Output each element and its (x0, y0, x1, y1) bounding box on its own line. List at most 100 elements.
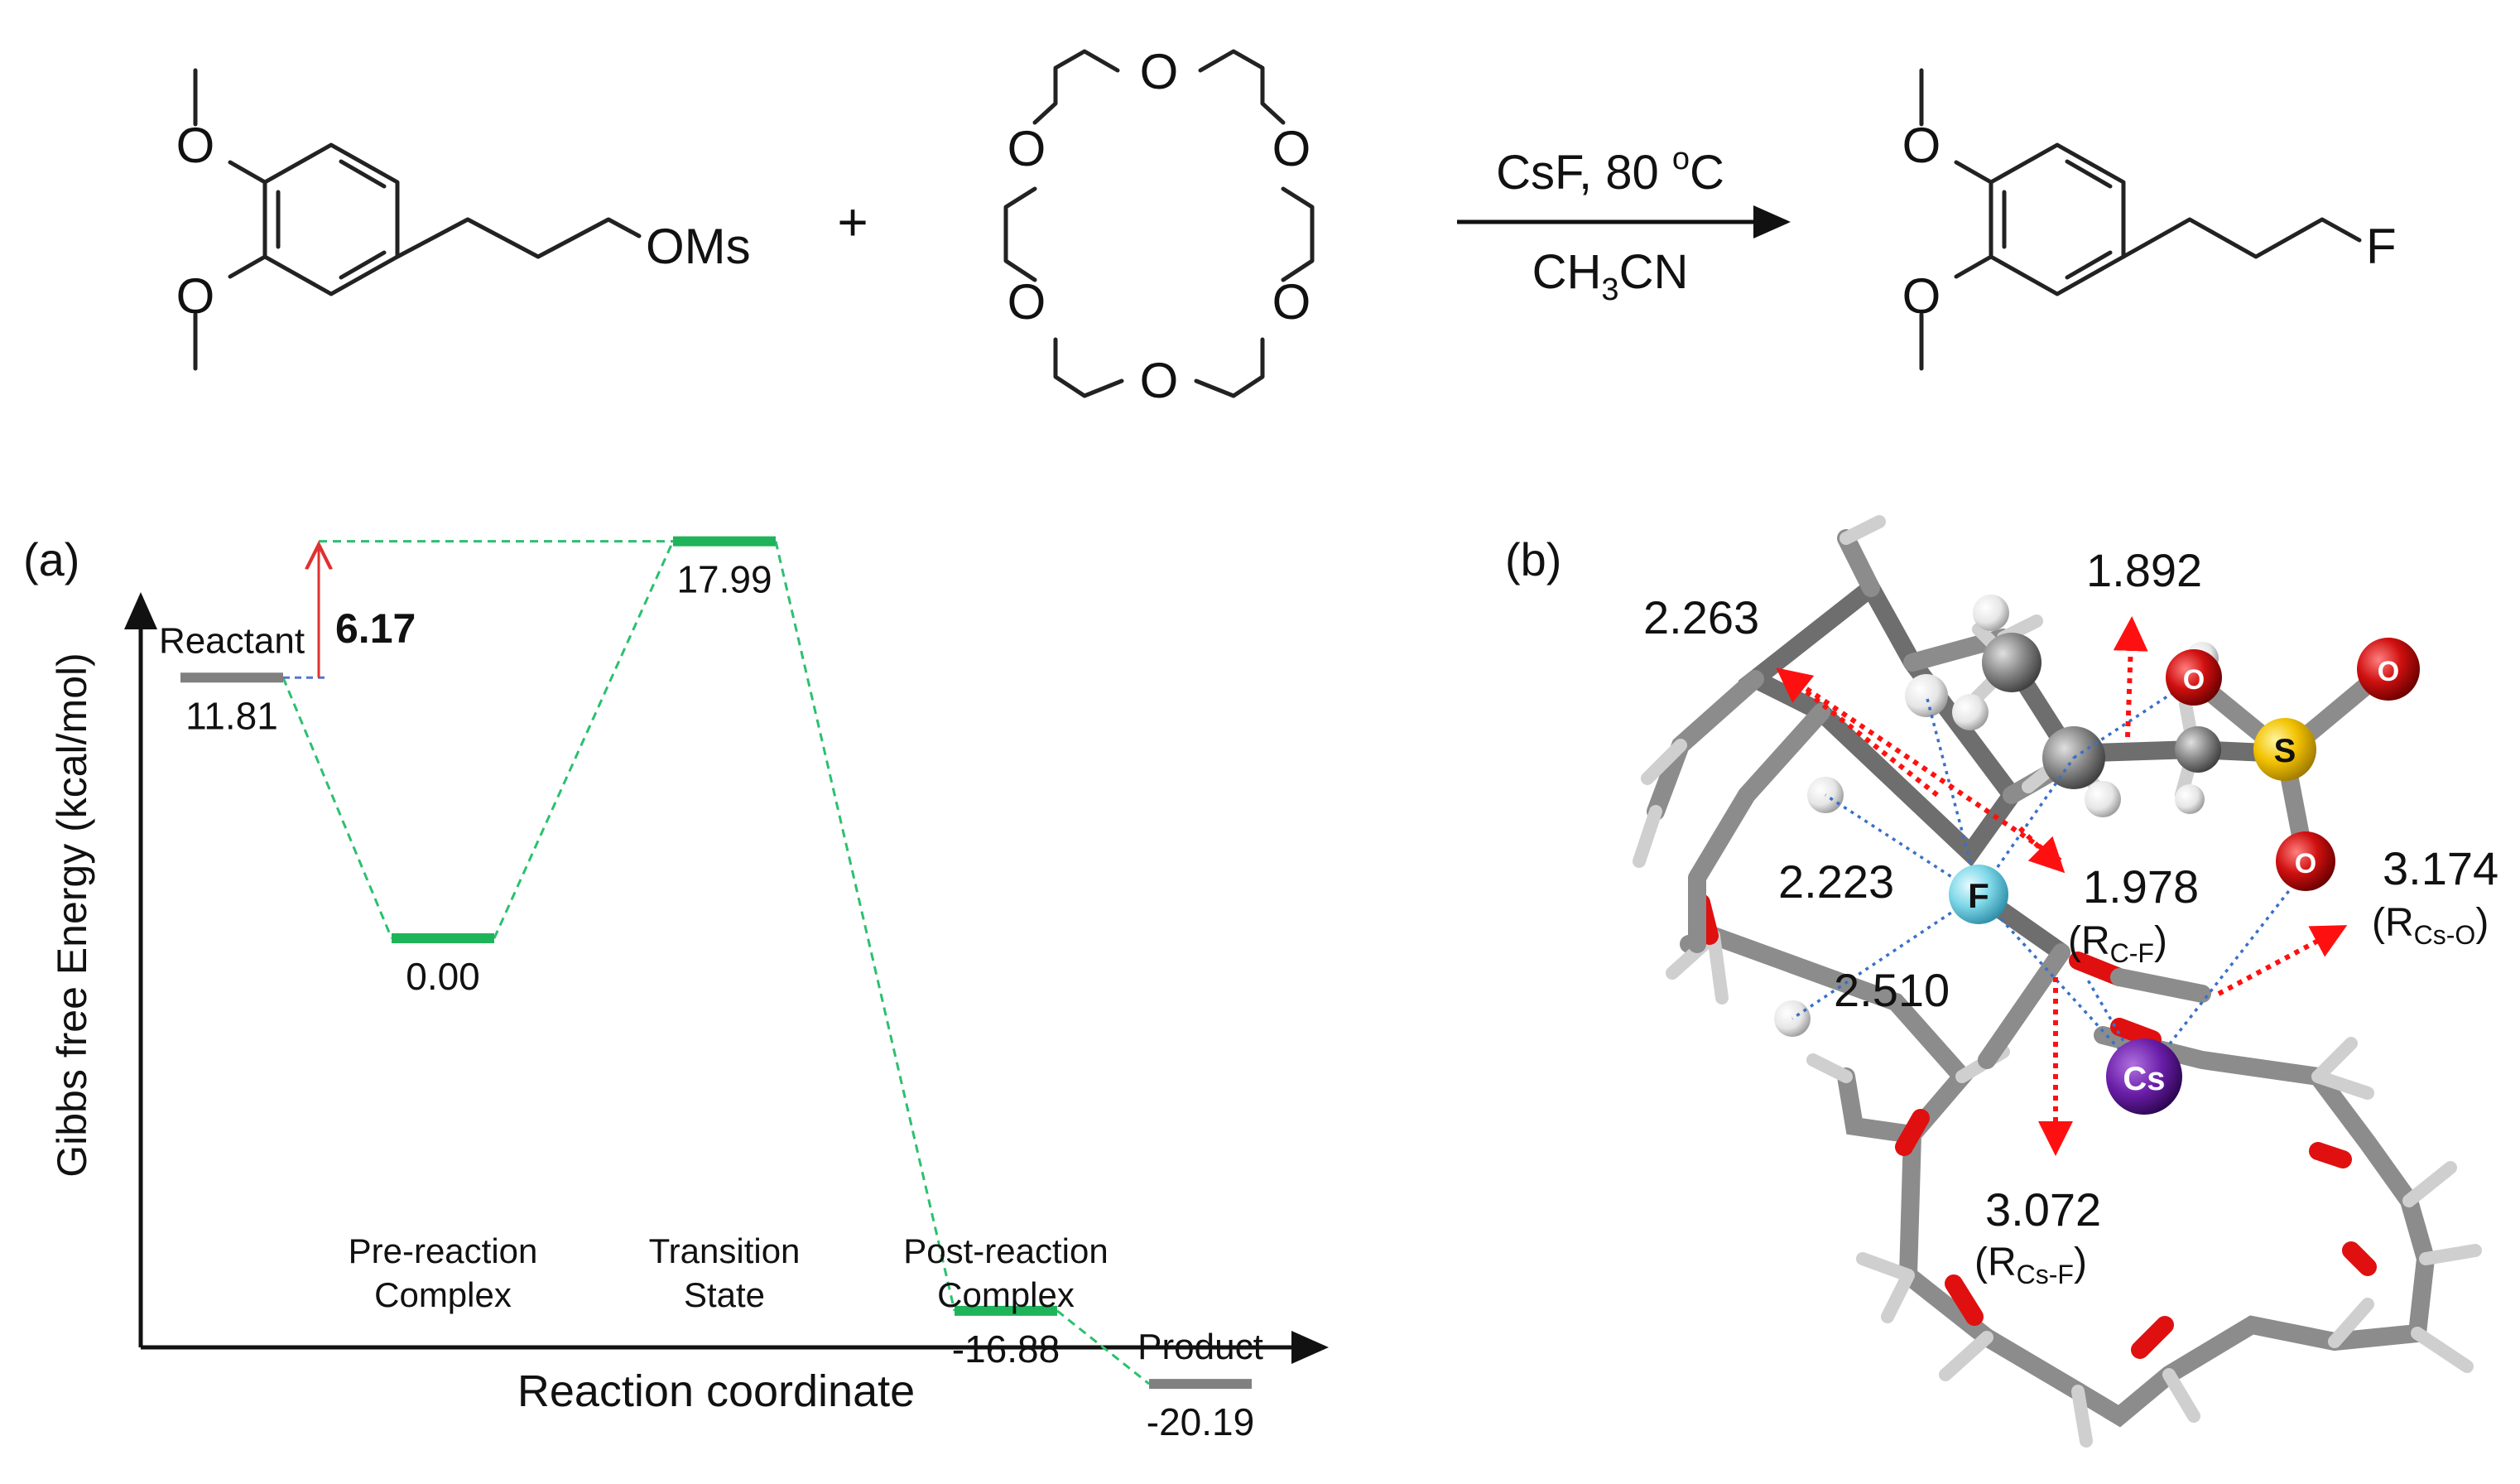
plus-sign: + (837, 192, 868, 252)
state-label: Pre-reaction (349, 1231, 538, 1270)
distance-1978: 1.978 (2083, 860, 2199, 913)
aryl-hydrogen-sticks (1633, 515, 2043, 868)
cesium-atom (2106, 1038, 2182, 1115)
reactant-leaving-group: OMs (646, 219, 751, 274)
oxygen-atom (2276, 831, 2335, 891)
y-axis-label: Gibbs free Energy (kcal/mol) (49, 653, 95, 1178)
reactant-methoxy-oxygen-1: O (176, 118, 215, 173)
distance-3174-tag: (RCs-O) (2372, 901, 2489, 950)
crown-oxygen-stick (2342, 1241, 2377, 1276)
energy-value-label: 11.81 (185, 694, 278, 737)
interaction-line (1825, 793, 1979, 896)
product-ring-bonds (1989, 142, 2126, 296)
displacement-arrows (1776, 616, 2348, 1156)
distance-2510: 2.510 (1834, 964, 1950, 1016)
product-methoxy-oxygen-2: O (1902, 268, 1941, 324)
interaction-line (1925, 695, 1980, 895)
sulfur-atom (2253, 718, 2316, 781)
crown-oxygen: O (1140, 44, 1179, 99)
reactant-methoxy-oxygen-2: O (176, 268, 215, 324)
distance-2223: 2.223 (1778, 855, 1894, 908)
hydrogen-atom (2085, 781, 2121, 817)
crown-oxygen-stick (2110, 1018, 2162, 1048)
energy-value-label: 0.00 (406, 955, 480, 998)
reactant-methoxy-bonds (193, 68, 267, 371)
reactant-structure: O O OMs (176, 68, 751, 371)
oxygen-atom-label: O (2183, 664, 2205, 696)
cesium-atom-label: Cs (2123, 1061, 2165, 1097)
panel-a: (a) Gibbs free Energy (kcal/mol) Reactio… (23, 533, 1329, 1443)
crown-hydrogen-sticks (1666, 929, 2482, 1448)
barrier-label: 6.17 (335, 605, 416, 652)
energy-value-label: -16.88 (952, 1327, 1060, 1371)
distance-labels: 2.263 1.892 2.223 1.978 (RC-F) 3.174 (RC… (1643, 544, 2498, 1289)
oxygen-atom (2166, 649, 2222, 706)
crown-ether-bonds (1003, 49, 1315, 398)
product-fluorine: F (2366, 219, 2397, 274)
energy-plot: 6.17 11.81 Reactant 0.00Pre-reactionComplex… (159, 536, 1263, 1443)
state-label: Complex (937, 1275, 1075, 1314)
product-chain (2121, 217, 2362, 259)
displacement-arrow-tail (1778, 668, 2063, 864)
panel-b: (b) (1505, 515, 2498, 1448)
reaction-arrow-group: CsF, 80 oC CH3CN (1457, 142, 1791, 307)
product-methoxy-oxygen-1: O (1902, 118, 1941, 173)
connector-line (493, 540, 675, 939)
state-label: Product (1137, 1327, 1263, 1367)
reactant-ring-bonds (262, 142, 400, 296)
conditions-bottom: CH3CN (1532, 245, 1689, 307)
state-label: Complex (374, 1275, 512, 1314)
displacement-arrow-2263 (1776, 667, 1939, 797)
crown-oxygen: O (1272, 274, 1311, 330)
crown-ether-model (1666, 894, 2482, 1448)
fluorine-atom-label: F (1968, 876, 1989, 915)
energy-value-label: -20.19 (1147, 1400, 1254, 1443)
hydrogen-atom (1952, 694, 1989, 730)
crown-oxygen-stick (1945, 1274, 1984, 1326)
connector-line (774, 541, 956, 1312)
distance-3174: 3.174 (2383, 842, 2498, 894)
product-ring-double-bonds (2002, 159, 2113, 280)
crown-oxygen-stick (2131, 1316, 2174, 1359)
distance-1892: 1.892 (2086, 544, 2202, 596)
crown-side-stick (1837, 1067, 1921, 1144)
hydrogen-atom (1905, 674, 1948, 717)
crown-oxygen: O (1140, 353, 1179, 408)
chain-sticks (2003, 653, 2294, 764)
distance-3072: 3.072 (1985, 1183, 2101, 1236)
x-axis-label: Reaction coordinate (517, 1366, 915, 1416)
crown-link-stick (2110, 968, 2211, 1003)
crown-oxygen: O (1272, 121, 1311, 176)
state-label: Post-reaction (903, 1231, 1108, 1270)
oxygen-atom-label: O (2295, 848, 2316, 879)
hydrogen-atom (1973, 595, 2009, 631)
displacement-arrow-3174 (2217, 925, 2348, 996)
crown-oxygen: O (1008, 274, 1046, 330)
oxygen-atom (2357, 638, 2420, 701)
reactant-ring-double-bonds (276, 159, 387, 280)
distance-1978-tag: (RC-F) (2068, 919, 2167, 968)
crown-ring-stick (1680, 926, 2087, 1400)
crown-oxygen-stick (1895, 1109, 1930, 1156)
state-label: State (684, 1275, 765, 1314)
crown-ring-stick (2069, 1026, 2436, 1428)
crown-oxygen: O (1008, 121, 1046, 176)
reactant-chain (395, 217, 642, 259)
distance-2263: 2.263 (1643, 591, 1759, 643)
product-methoxy-bonds (1919, 68, 1993, 371)
crown-link-stick (1978, 943, 2070, 1069)
conditions-top: CsF, 80 oC (1496, 142, 1724, 200)
state-label: Transition (649, 1231, 801, 1270)
energy-value-label: 17.99 (676, 558, 772, 601)
product-structure: O O F (1902, 68, 2397, 371)
distance-3072-tag: (RCs-F) (1974, 1241, 2087, 1289)
connector-line (1056, 1309, 1150, 1385)
state-label: Reactant (159, 620, 305, 661)
fluorine-atom (1949, 865, 2008, 924)
interaction-line (2142, 868, 2307, 1078)
panel-b-label: (b) (1505, 533, 1561, 585)
connector-line (281, 677, 393, 939)
sulfur-atom-label: S (2274, 733, 2296, 769)
carbon-atom (2175, 726, 2221, 773)
